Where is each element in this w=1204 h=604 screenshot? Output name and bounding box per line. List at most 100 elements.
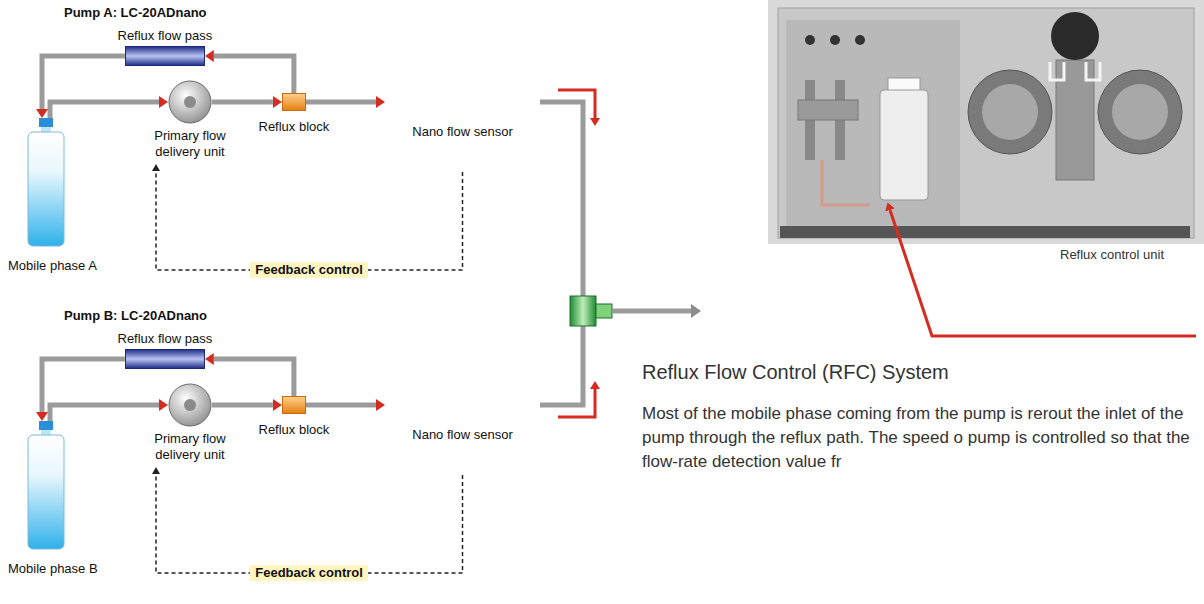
part-label: Reflux flow pass [118,28,213,44]
pipe [540,102,583,296]
part-label: Reflux block [259,422,330,438]
block-body [282,94,305,111]
panel-fill [0,22,545,290]
pump-hub [184,96,196,108]
pump-circle [169,384,211,426]
reflux-block-symbol [282,93,306,111]
sensor-fill [385,365,540,475]
reflux-pass-tube [125,46,205,66]
part-label: Nano flow sensor [385,62,540,140]
bottle-label: Mobile phase A [8,258,97,274]
pump-hub [184,399,196,411]
device-panel [786,20,960,226]
pump-unit: Primary flow delivery unit [142,80,238,164]
panel-heading: Pump A: LC-20ADnano [64,5,207,21]
body-text: Most of the mobile phase coming from the… [642,402,1192,474]
label-holder: Most of the mobile phase coming from the… [642,402,1192,474]
bottle-body [28,132,64,246]
device-frame [778,8,1194,238]
flow-pipe [50,405,159,421]
outlet-pipe [612,309,691,314]
pipe [385,100,540,105]
sensor-region [385,62,540,172]
bottle-body [28,435,64,549]
fitting [855,35,865,45]
flow-pipe [214,56,294,93]
fitting [1050,62,1100,80]
panel-heading: Pump B: LC-20ADnano [64,308,207,324]
flow-pipe [214,359,294,396]
part-label: Reflux flow pass [118,331,213,347]
flow-sensor: Nano flow sensor [385,62,540,172]
flow-pipe [42,359,125,412]
pump-symbol [168,80,212,124]
pump-head [982,84,1038,140]
part-label: Reflux block [259,119,330,135]
section-title: Reflux Flow Control (RFC) System [642,360,949,384]
flow-pipe [306,100,376,105]
mixer-outlet [596,304,612,318]
flow-pipe [212,403,273,408]
reflux-block-symbol [282,396,306,414]
mobile-phase-bottle: Mobile phase A [8,118,97,274]
part-label: Primary flow delivery unit [142,431,238,467]
edge-label-holder: Feedback control [250,565,368,581]
reflux-pass-tube [125,349,205,369]
bottle-symbol [26,118,66,248]
sensor-tube [399,90,517,114]
pipe [385,403,540,408]
bottle-label: Mobile phase B [8,561,98,577]
flow-pipe [42,56,125,109]
pump-circle [169,81,211,123]
flow-arrow [558,90,595,118]
feedback-line [156,474,463,573]
label-holder: Reflux control unit [1060,247,1164,263]
photo-caption: Reflux control unit [1060,247,1164,263]
bottle-cap [39,421,53,430]
flow-pipe [212,100,273,105]
pump-panel: Pump B: LC-20ADnanoReflux flow passMobil… [0,325,545,604]
pump-unit: Primary flow delivery unit [142,383,238,467]
pump-head [968,70,1052,154]
mobile-phase-bottle: Mobile phase B [8,421,98,577]
panel-rect [1,326,545,604]
panel-rect [1,23,545,290]
title-holder: Reflux Flow Control (RFC) System [642,360,949,384]
bottle-cap [39,118,53,127]
manifold [798,100,858,120]
pump-head [1112,84,1168,140]
part-label: Primary flow delivery unit [142,128,238,164]
leader-arrow [890,210,1196,336]
pipe [540,326,583,405]
bottle-symbol [26,421,66,551]
tube-body [125,350,204,369]
pump-panel: Pump A: LC-20ADnanoReflux flow passMobil… [0,22,545,290]
flow-pipe [306,403,376,408]
reflux-pass: Reflux flow pass [118,28,213,66]
sensor-tube [399,393,517,417]
fitting [830,35,840,45]
sensor-region [385,365,540,475]
flow-arrow [558,389,595,417]
fitting [805,35,815,45]
edge-label: Feedback control [250,262,368,278]
reflux-block: Reflux block [259,396,330,438]
flow-sensor: Nano flow sensor [385,365,540,475]
knob [1051,12,1099,60]
flow-pipe [50,102,159,118]
pump-body [1056,60,1094,180]
feedback-line [156,171,463,270]
pump-head [1098,70,1182,154]
bottle [880,90,928,200]
reflux-pass: Reflux flow pass [118,331,213,369]
mixer [570,296,596,326]
block-body [282,397,305,414]
reflux-block: Reflux block [259,93,330,135]
tube-body [125,47,204,66]
edge-label-holder: Feedback control [250,262,368,278]
part-label: Nano flow sensor [385,365,540,443]
tubing [822,160,870,205]
photo-ground [768,0,1204,244]
pump-symbol [168,383,212,427]
sensor-fill [385,62,540,172]
